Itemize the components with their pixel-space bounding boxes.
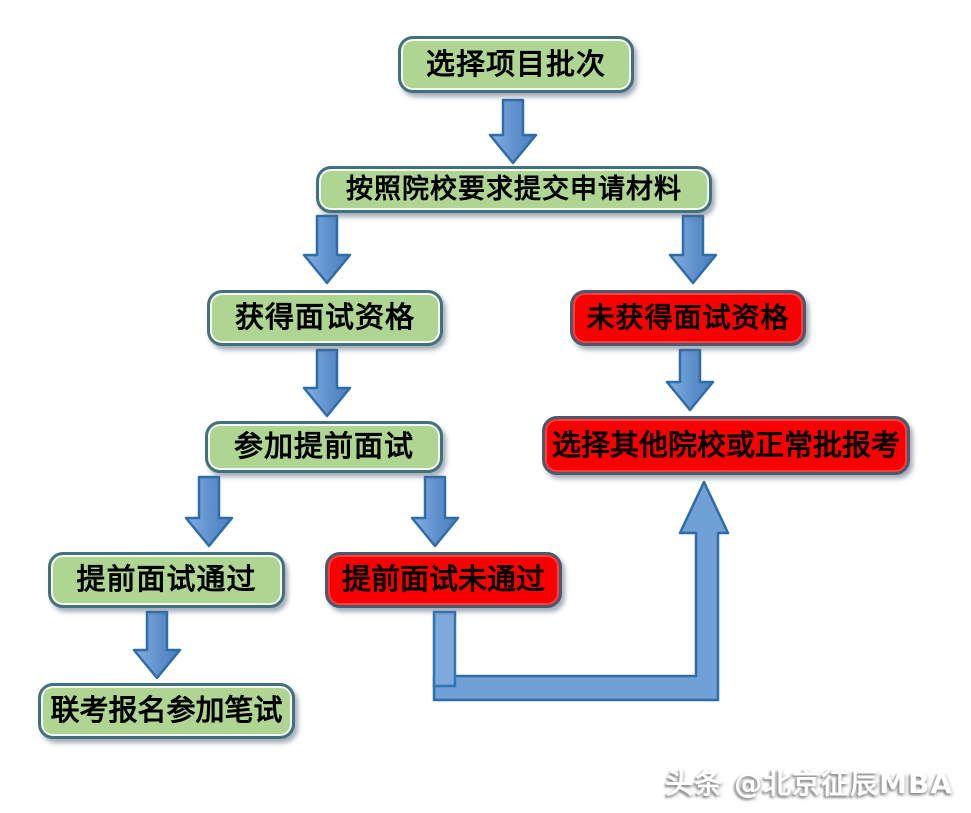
node-got-interview: 获得面试资格 bbox=[207, 290, 443, 346]
node-submit-materials-label: 按照院校要求提交申请材料 bbox=[346, 173, 682, 205]
node-submit-materials: 按照院校要求提交申请材料 bbox=[316, 166, 712, 213]
node-interview-failed: 提前面试未通过 bbox=[325, 552, 562, 608]
node-select-batch-label: 选择项目批次 bbox=[425, 46, 606, 81]
arrow-no-to-other-icon bbox=[665, 348, 715, 412]
arrow-got-to-attend-icon bbox=[302, 348, 352, 418]
node-no-interview: 未获得面试资格 bbox=[570, 290, 806, 346]
arrow-submit-to-got-icon bbox=[302, 214, 352, 285]
arrow-attend-to-failed-icon bbox=[410, 475, 460, 548]
node-written-exam-label: 联考报名参加笔试 bbox=[50, 693, 283, 728]
arrow-select-to-submit-icon bbox=[488, 98, 538, 165]
connector-failed-stub-icon bbox=[432, 610, 457, 688]
node-other-school-label: 选择其他院校或正常批报考 bbox=[551, 427, 900, 462]
connector-failed-to-other-icon bbox=[432, 480, 730, 702]
arrow-submit-to-no-icon bbox=[668, 214, 718, 285]
node-no-interview-label: 未获得面试资格 bbox=[586, 300, 790, 334]
node-interview-failed-label: 提前面试未通过 bbox=[341, 562, 545, 597]
node-interview-passed: 提前面试通过 bbox=[48, 552, 285, 608]
node-other-school: 选择其他院校或正常批报考 bbox=[542, 416, 910, 475]
node-select-batch: 选择项目批次 bbox=[398, 36, 634, 93]
node-attend-interview-label: 参加提前面试 bbox=[233, 429, 414, 464]
node-interview-passed-label: 提前面试通过 bbox=[76, 562, 257, 597]
node-got-interview-label: 获得面试资格 bbox=[234, 300, 415, 335]
node-written-exam: 联考报名参加笔试 bbox=[38, 683, 295, 739]
node-attend-interview: 参加提前面试 bbox=[205, 421, 443, 473]
arrow-passed-to-written-icon bbox=[132, 610, 182, 680]
watermark: 头条 @北京征辰MBA bbox=[665, 767, 953, 800]
arrow-attend-to-passed-icon bbox=[184, 475, 234, 548]
